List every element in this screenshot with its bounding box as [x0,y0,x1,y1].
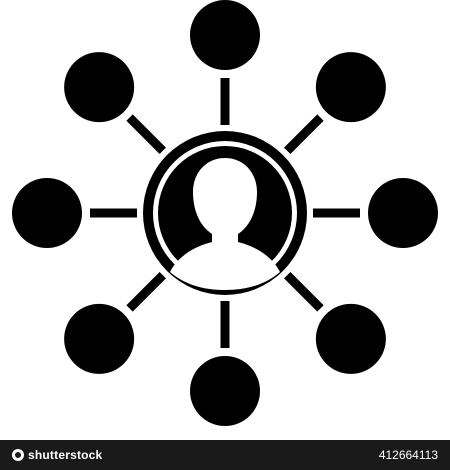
satellite-node-right [368,178,438,248]
shutterstock-logo: shutterstock [12,448,106,462]
satellite-node-bottom [190,356,260,426]
center-user-node [143,131,307,295]
satellite-node-top-right [315,52,386,123]
connector-line-top-left [126,114,166,154]
connector-line-top-right [284,114,324,154]
satellite-node-top [190,0,260,70]
network-people-icon [12,0,438,426]
brand-mark-icon [12,449,24,461]
image-id-number: 412664113 [378,448,438,462]
connector-line-bottom-left [126,272,166,312]
image-id: 412664113 [379,448,438,462]
satellite-node-bottom-right [315,303,386,374]
connector-lines [90,78,360,348]
connector-line-bottom-right [284,272,324,312]
satellite-nodes [12,0,438,426]
satellite-node-top-left [64,52,135,123]
satellite-node-bottom-left [64,303,135,374]
satellite-node-left [12,178,82,248]
user-avatar-icon [170,158,280,290]
brand-name: shutterstock [28,448,103,462]
stock-footer-bar: shutterstock 412664113 [0,440,450,470]
